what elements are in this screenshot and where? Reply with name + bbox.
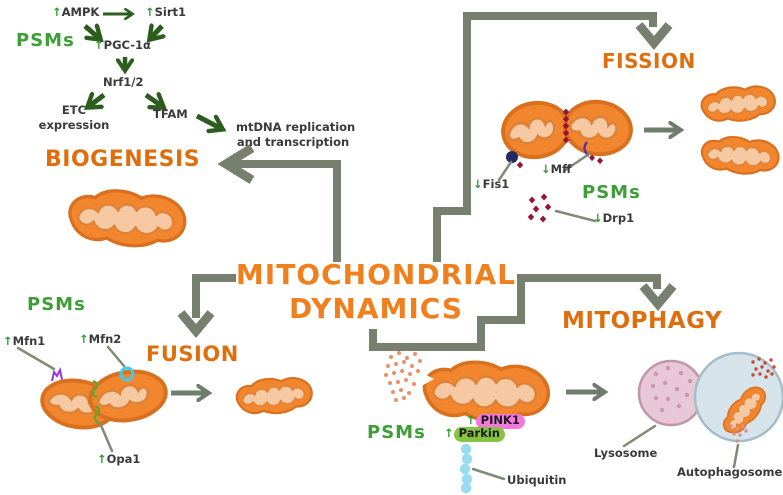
up-arrow: ↑ (52, 5, 62, 19)
mtdna-label: mtDNA replication and transcription (236, 120, 356, 149)
tfam-label: TFAM (153, 107, 188, 121)
connector-to-fission (433, 12, 673, 262)
up-arrow: ↑ (79, 332, 89, 346)
drp1-molecules (527, 193, 552, 223)
up-arrow: ↑ (3, 334, 13, 348)
arrowhead-down (177, 310, 215, 339)
psms-mitophagy-label: PSMs (367, 422, 426, 443)
connector-to-fusion (177, 274, 236, 339)
arrowhead-down (639, 283, 677, 312)
pink1-pill: PINK1 (475, 413, 525, 429)
pointer-opa1 (98, 421, 114, 453)
pointer-ubiquitin (471, 467, 506, 481)
sirt1-label: ↑Sirt1 (145, 5, 187, 19)
mitophagy-heading: MITOPHAGY (562, 308, 723, 334)
arrowhead-down (635, 22, 673, 51)
up-arrow: ↑ (97, 452, 107, 466)
nrf12-label: Nrf1/2 (103, 75, 144, 89)
arrow-nrf12-to-etc (88, 95, 106, 107)
psms-biogenesis-label: PSMs (16, 30, 75, 51)
drp1-label: ↓Drp1 (593, 211, 635, 225)
up-arrow: ↑ (466, 413, 476, 427)
mfn1-label: ↑Mfn1 (3, 334, 46, 348)
opa1-marker-top (91, 379, 99, 399)
fission-dividing-mitochondrion (501, 99, 633, 160)
etc-expression-label: ETC expression (38, 103, 110, 132)
pointer-lysosome (622, 424, 657, 448)
mfn2-label: ↑Mfn2 (79, 332, 122, 346)
up-arrow: ↑ (145, 5, 155, 19)
title-line1: MITOCHONDRIAL (235, 258, 517, 291)
result-arrows (171, 130, 680, 393)
arrow-nrf12-to-tfam (144, 95, 163, 107)
fis1-label: ↓Fis1 (473, 177, 510, 191)
pointer-mfn2 (106, 345, 126, 368)
arrow-ampk-to-pgc1a (83, 26, 100, 39)
fission-product-mitochondrion-bottom (699, 133, 781, 178)
label-pointer-lines (16, 152, 740, 481)
biogenesis-heading: BIOGENESIS (45, 147, 201, 172)
opa1-label: ↑Opa1 (97, 452, 141, 466)
autophagosome-label: Autophagosome (677, 465, 783, 479)
damage-spray-dots (384, 351, 422, 402)
arrowhead-left (217, 144, 255, 184)
fis1-marker (506, 151, 524, 169)
down-arrow: ↓ (593, 211, 603, 225)
psms-fission-label: PSMs (582, 182, 641, 203)
mfn1-marker (51, 366, 63, 382)
pointer-autophagosome (732, 443, 740, 469)
pgc1a-label: ↑PGC-1α (94, 38, 151, 52)
biogenesis-mitochondrion (66, 185, 189, 252)
parkin-label: ↑Parkin (444, 426, 505, 442)
parkin-pill: Parkin (453, 426, 505, 442)
mitochondrion-damage-notch (413, 368, 434, 390)
arrow-sirt1-to-pgc1a (150, 26, 162, 39)
mfn2-marker (119, 366, 135, 382)
arrow-tfam-to-mtdna (195, 113, 222, 129)
ubiquitin-chain (459, 443, 473, 494)
opa1-marker-bottom (93, 404, 101, 425)
central-title: MITOCHONDRIAL DYNAMICS (225, 258, 527, 326)
fusion-fusing-mitochondria (40, 366, 168, 430)
fission-heading: FISSION (602, 49, 696, 73)
title-line2: DYNAMICS (288, 292, 464, 326)
connector-to-mitophagy (369, 274, 677, 351)
psms-fusion-label: PSMs (27, 294, 86, 315)
connector-to-biogenesis (217, 144, 341, 262)
pointer-mff (562, 152, 591, 173)
lysosome-label: Lysosome (594, 446, 658, 460)
up-arrow: ↑ (444, 426, 454, 440)
down-arrow: ↓ (473, 177, 483, 191)
down-arrow: ↓ (541, 162, 551, 176)
fission-product-mitochondrion-top (698, 81, 778, 126)
up-arrow: ↑ (94, 38, 104, 52)
mff-label: ↓Mff (541, 162, 572, 176)
fusion-product-mitochondrion (233, 373, 315, 419)
ampk-label: ↑AMPK (52, 5, 100, 19)
fusion-heading: FUSION (146, 342, 239, 366)
lysosome (637, 359, 705, 427)
pointer-mfn1 (16, 346, 56, 371)
autophagosome-speckles-bottom (729, 424, 748, 443)
biogenesis-pathway-arrows (83, 14, 222, 129)
pointer-fis1 (497, 160, 513, 182)
autophagosome-speckles-top (751, 357, 776, 379)
drp1-ring-dots (562, 108, 570, 144)
pink1-label: ↑PINK1 (466, 413, 525, 429)
ubiquitin-label: Ubiquitin (507, 473, 567, 487)
autophagosome (693, 351, 783, 443)
pointer-drp1 (554, 209, 597, 223)
